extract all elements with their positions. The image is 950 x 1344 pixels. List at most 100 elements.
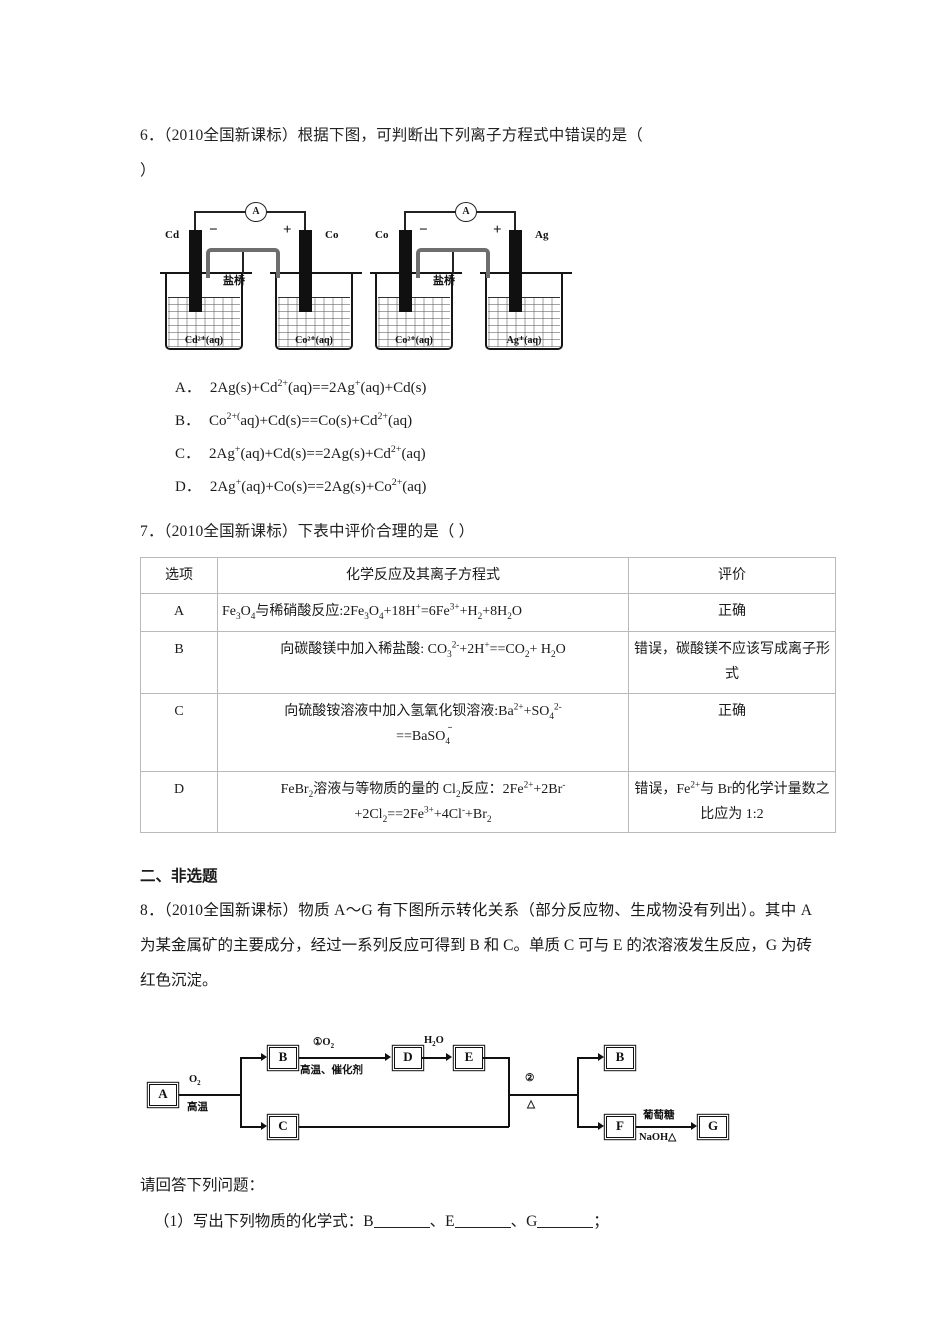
flow-label-f-over: 葡萄糖 <box>643 1109 675 1121</box>
salt-bridge <box>416 248 490 278</box>
electrolyte-label: Co²⁺(aq) <box>395 335 433 346</box>
electrolyte-label: Ag⁺(aq) <box>506 335 542 346</box>
option-a-label: A． <box>175 380 201 396</box>
flow-arrow-f-to-g <box>691 1122 697 1130</box>
option-c-text: 2Ag+(aq)+Cd(s)==2Ag(s)+Cd2+(aq) <box>209 444 426 462</box>
cell-option: C <box>141 694 218 772</box>
transformation-flow-diagram: A O2 高温 B C ①O2 高温、催化剂 D H2O <box>145 1035 727 1150</box>
electrolyte-fill <box>378 297 450 347</box>
question-6-options: A． 2Ag(s)+Cd2+(aq)==2Ag+(aq)+Cd(s) B．Co2+… <box>140 372 812 504</box>
flow-line-a-to-split <box>179 1094 241 1096</box>
galvanic-cell-left: A Cd Co − + Cd²⁺(aq) Co²⁺(aq) <box>160 202 362 350</box>
flow-line-to-b2 <box>577 1057 600 1059</box>
polarity-negative-sign: − <box>419 222 428 238</box>
galvanic-cell-figure: A Cd Co − + Cd²⁺(aq) Co²⁺(aq) <box>160 202 585 352</box>
flow-arrow-to-b <box>261 1053 267 1061</box>
flow-label-a-over: O2 <box>189 1074 201 1088</box>
sub-question-1: （1）写出下列物质的化学式：B、E、G； <box>140 1204 812 1240</box>
wire-right-vertical <box>304 211 306 239</box>
cell-evaluation: 错误，Fe2+与 Br的化学计量数之比应为 1:2 <box>629 772 835 832</box>
electrode-label-right: Co <box>325 229 339 241</box>
option-d-text: 2Ag+(aq)+Co(s)==2Ag(s)+Co2+(aq) <box>209 477 427 495</box>
electrode-bar-left <box>399 230 412 312</box>
flow-line-d-to-e <box>422 1057 448 1059</box>
option-c: C．2Ag+(aq)+Cd(s)==2Ag(s)+Cd2+(aq) <box>140 438 812 471</box>
flow-line-c-right <box>299 1126 509 1128</box>
answer-blank-e[interactable] <box>454 1227 511 1228</box>
flow-node-e: E <box>455 1047 483 1069</box>
table-row: A Fe3O4与稀硝酸反应:2Fe3O4+18H+=6Fe3++H2+8H2O … <box>141 594 835 632</box>
sub1-pre-text: （1）写出下列物质的化学式：B <box>154 1213 374 1230</box>
question-8-paragraph: 8．（2010全国新课标）物质 A～G 有下图所示转化关系（部分反应物、生成物没… <box>140 902 812 989</box>
cell-equation: 向硫酸铵溶液中加入氢氧化钡溶液:Ba2++SO42-==BaSO4̄ <box>218 694 629 772</box>
flow-node-g: G <box>699 1116 727 1138</box>
answer-blank-b[interactable] <box>373 1227 430 1228</box>
flow-node-d: D <box>394 1047 422 1069</box>
cell-evaluation: 正确 <box>629 694 835 772</box>
electrode-label-left: Co <box>375 229 389 241</box>
flow-label-f-under: NaOH△ <box>639 1132 677 1143</box>
option-b-text: Co2+(aq)+Cd(s)==Co(s)+Cd2+(aq) <box>209 411 413 429</box>
electrode-label-left: Cd <box>165 229 180 241</box>
option-a: A． 2Ag(s)+Cd2+(aq)==2Ag+(aq)+Cd(s) <box>140 372 812 405</box>
flow-line-to-f <box>577 1126 600 1128</box>
liquid-surface-line <box>278 297 350 298</box>
cell-evaluation: 正确 <box>629 594 835 632</box>
section-title-non-choice: 二、非选题 <box>140 868 218 885</box>
electrode-bar-right <box>299 230 312 312</box>
electrode-bar-left <box>189 230 202 312</box>
cell-option: A <box>141 594 218 632</box>
flow-node-a: A <box>149 1084 177 1106</box>
wire-right-horizontal <box>264 211 305 213</box>
question-7-stem: 7．（2010全国新课标）下表中评价合理的是（ ） <box>140 523 475 540</box>
answer-prompt: 请回答下列问题： <box>140 1177 265 1194</box>
flow-node-f: F <box>606 1116 634 1138</box>
option-b: B．Co2+(aq)+Cd(s)==Co(s)+Cd2+(aq) <box>140 405 812 438</box>
polarity-negative-sign: − <box>209 222 218 238</box>
polarity-positive-sign: + <box>283 222 292 238</box>
wire-right-horizontal <box>474 211 515 213</box>
salt-bridge <box>206 248 280 278</box>
sub1-end-text: ； <box>593 1213 609 1230</box>
salt-bridge-leader-line <box>452 252 454 274</box>
cell-option: D <box>141 772 218 832</box>
electrolyte-fill <box>278 297 350 347</box>
flow-arrow-b-to-d <box>385 1053 391 1061</box>
liquid-surface-line <box>378 297 450 298</box>
header-equation: 化学反应及其离子方程式 <box>218 558 629 594</box>
flow-label-a-under: 高温 <box>187 1101 208 1113</box>
wire-left-vertical <box>404 211 406 239</box>
wire-right-vertical <box>514 211 516 239</box>
flow-line-e-right <box>483 1057 509 1059</box>
salt-bridge-label: 盐桥 <box>223 275 245 287</box>
table-row: B 向碳酸镁中加入稀盐酸: CO32-+2H+==CO2+ H2O 错误，碳酸镁… <box>141 632 835 694</box>
evaluation-table: 选项 化学反应及其离子方程式 评价 A Fe3O4与稀硝酸反应:2Fe3O4+1… <box>140 557 836 833</box>
option-d: D． 2Ag+(aq)+Co(s)==2Ag(s)+Co2+(aq) <box>140 471 812 504</box>
beaker-left: Cd²⁺(aq) <box>160 272 252 350</box>
flow-line-f-to-g <box>636 1126 693 1128</box>
salt-bridge-leader-line <box>242 252 244 274</box>
flow-label-heat: △ <box>527 1099 536 1110</box>
flow-line-b-to-d <box>299 1057 387 1059</box>
electrolyte-fill <box>488 297 560 347</box>
galvanic-cell-right: A Co Ag − + Co²⁺(aq) Ag⁺(aq) <box>370 202 572 350</box>
flow-node-b1: B <box>269 1047 297 1069</box>
question-6-stem-line2: ） <box>140 162 156 179</box>
flow-label-d-over: H2O <box>424 1035 444 1049</box>
flow-arrow-to-b2 <box>598 1053 604 1061</box>
flow-line-to-b <box>240 1057 263 1059</box>
table-row: C 向硫酸铵溶液中加入氢氧化钡溶液:Ba2++SO42-==BaSO4̄ 正确 <box>141 694 835 772</box>
cell-evaluation: 错误，碳酸镁不应该写成离子形式 <box>629 632 835 694</box>
flow-line-to-c <box>240 1126 263 1128</box>
table-header-row: 选项 化学反应及其离子方程式 评价 <box>141 558 835 594</box>
flow-node-b2: B <box>606 1047 634 1069</box>
answer-blank-g[interactable] <box>537 1227 594 1228</box>
option-a-text: 2Ag(s)+Cd2+(aq)==2Ag+(aq)+Cd(s) <box>209 378 427 396</box>
liquid-surface-line <box>168 297 240 298</box>
option-d-label: D． <box>175 479 201 495</box>
cell-equation: FeBr2溶液与等物质的量的 Cl2反应：2Fe2++2Br-+2Cl2==2F… <box>218 772 629 832</box>
electrolyte-label: Cd²⁺(aq) <box>184 335 224 346</box>
beaker-right: Co²⁺(aq) <box>270 272 362 350</box>
cell-option: B <box>141 632 218 694</box>
table-row: D FeBr2溶液与等物质的量的 Cl2反应：2Fe2++2Br-+2Cl2==… <box>141 772 835 832</box>
